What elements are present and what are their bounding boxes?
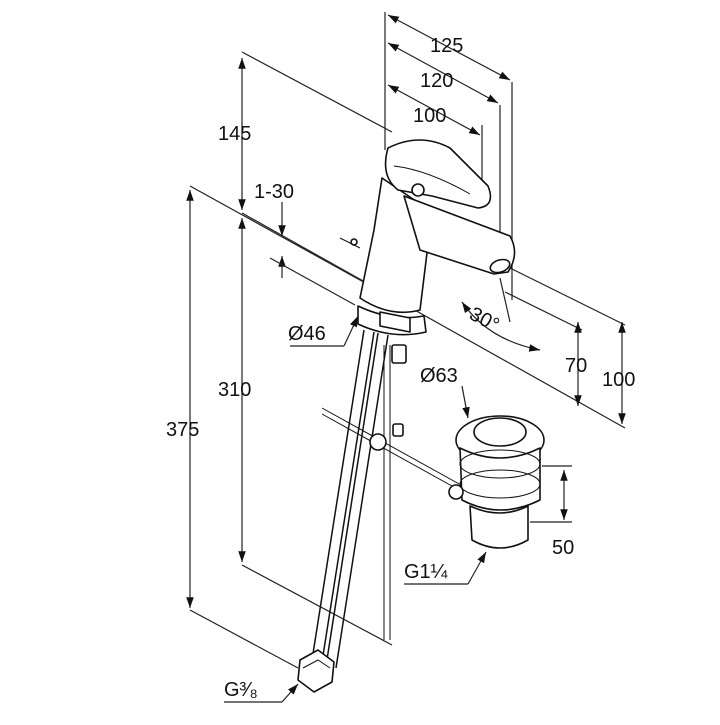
lever-seam [393, 165, 471, 195]
drain-ring-2 [459, 469, 541, 499]
extension-line-145-top [241, 51, 393, 133]
rod-clamp-screw [392, 423, 404, 437]
label-1-30: 1-30 [254, 181, 294, 203]
extension-line-deck [241, 212, 626, 429]
leader-labels: Ø46 G1¼ G³⁄₈ [224, 315, 487, 703]
drain-ring-1 [459, 449, 541, 479]
drain-body [459, 447, 541, 511]
label-120: 120 [420, 70, 453, 92]
leader-diam-46 [343, 315, 359, 347]
hose-fitting-detail [302, 659, 331, 669]
label-30-degrees: 30° [466, 303, 503, 337]
mounting-nut [379, 311, 411, 333]
drain-linkage-nut [448, 484, 464, 500]
hose-left [311, 329, 365, 661]
spout [403, 195, 516, 275]
label-375: 375 [166, 419, 199, 441]
spout-aerator [489, 258, 511, 274]
extension-line-310-bottom [241, 564, 393, 646]
hose-left-b [321, 331, 375, 663]
hose-fitting-g38 [297, 649, 335, 693]
label-diam-63: Ø63 [420, 365, 458, 387]
label-thread-g38: G³⁄₈ [224, 679, 258, 701]
label-50: 50 [552, 537, 574, 559]
linkage-rod [321, 407, 471, 491]
extension-line-375-top [189, 185, 379, 291]
dim-line-100 [387, 84, 481, 136]
hose-right-b [335, 334, 389, 669]
angle-ray-a [499, 277, 511, 323]
leader-diam-63 [461, 385, 470, 419]
label-310: 310 [218, 379, 251, 401]
extension-line-1-30 [269, 257, 356, 306]
label-70: 70 [565, 355, 587, 377]
extension-line-375-bottom [189, 609, 299, 669]
label-thread-g114: G1¼ [404, 561, 448, 583]
linkage-rod-b [321, 413, 471, 497]
drain-plug-cap [473, 417, 527, 447]
label-100: 100 [413, 105, 446, 127]
label-125: 125 [430, 35, 463, 57]
rod-clamp [369, 433, 387, 451]
spout-dimensions-group: 70 100 30° [461, 267, 635, 424]
lever-pivot [411, 183, 425, 197]
label-100-right: 100 [602, 369, 635, 391]
hose-right [325, 332, 379, 667]
pop-up-rod [321, 345, 471, 640]
faucet-body [339, 139, 516, 364]
pop-up-knob-stem [339, 237, 361, 249]
label-diam-46: Ø46 [288, 323, 326, 345]
height-dimensions-group: 145 1-30 310 375 [166, 51, 626, 669]
drain-tailpiece [469, 505, 529, 549]
waste-drain-assembly: 50 Ø63 [420, 365, 574, 559]
leader-g114 [467, 551, 487, 585]
extension-line-spout [509, 267, 626, 326]
shank-connector [391, 344, 407, 364]
label-145: 145 [218, 123, 251, 145]
extension-line-spout-lower [504, 291, 583, 331]
angle-arc-30 [461, 301, 541, 352]
leader-g38 [281, 683, 299, 703]
supply-hoses [297, 329, 389, 693]
width-dimensions-group: 125 120 100 [384, 12, 513, 300]
